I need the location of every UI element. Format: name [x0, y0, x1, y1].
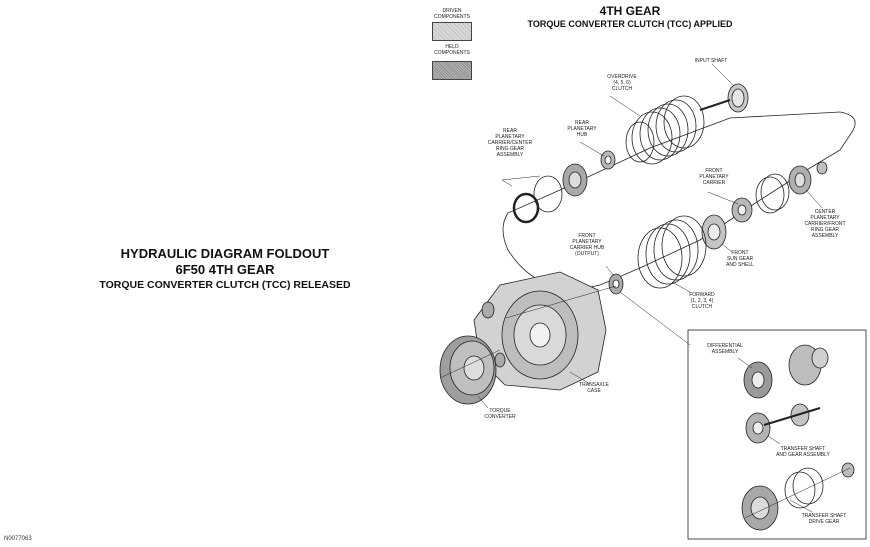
label-transfer-shaft-gear: TRANSFER SHAFT AND GEAR ASSEMBLY: [776, 446, 830, 458]
legend-driven-swatch: [432, 22, 472, 41]
differential-part: [743, 344, 829, 399]
label-rear-planetary-carrier: REAR PLANETARY CARRIER/CENTER RING GEAR …: [487, 128, 533, 158]
foldout-line1: HYDRAULIC DIAGRAM FOLDOUT: [120, 246, 330, 261]
figure-id: N0077063: [4, 536, 32, 542]
forward-clutch-part: [637, 215, 707, 289]
torque-converter-part: [439, 335, 501, 405]
diagram-title-line: 4TH GEAR: [599, 4, 661, 18]
legend-held-swatch: [432, 61, 472, 80]
diagram-subtitle: TORQUE CONVERTER CLUTCH (TCC) APPLIED: [527, 19, 733, 29]
label-input-shaft: INPUT SHAFT: [694, 58, 728, 64]
overdrive-clutch-part: [625, 95, 705, 165]
front-sun-gear-part: [701, 214, 727, 250]
assembly-outline: [502, 111, 856, 289]
label-front-planetary-carrier: FRONT PLANETARY CARRIER: [699, 168, 729, 186]
rear-planetary-hub-part: [600, 150, 616, 170]
label-transaxle-case: TRANSAXLE CASE: [579, 382, 609, 394]
legend-held-label: HELD COMPONENTS: [434, 44, 470, 56]
label-rear-planetary-hub: REAR PLANETARY HUB: [567, 120, 597, 138]
input-shaft-part: [699, 83, 749, 113]
label-torque-converter: TORQUE CONVERTER: [484, 408, 516, 420]
label-forward-clutch: FORWARD (1, 2, 3, 4) CLUTCH: [689, 292, 715, 310]
label-front-planetary-hub: FRONT PLANETARY CARRIER HUB (OUTPUT): [569, 233, 605, 257]
foldout-line2: 6F50 4TH GEAR: [175, 262, 275, 277]
diagram-title: 4TH GEAR TORQUE CONVERTER CLUTCH (TCC) A…: [500, 4, 760, 30]
foldout-heading: HYDRAULIC DIAGRAM FOLDOUT 6F50 4TH GEAR …: [40, 246, 410, 292]
transaxle-case-part: [473, 271, 607, 391]
label-center-planetary: CENTER PLANETARY CARRIER/FRONT RING GEAR…: [804, 209, 846, 239]
transfer-shaft-gear-part: [745, 403, 821, 444]
label-transfer-drive-gear: TRANSFER SHAFT DRIVE GEAR: [801, 513, 847, 525]
label-differential: DIFFERENTIAL ASSEMBLY: [707, 343, 743, 355]
front-planetary-hub-part: [608, 273, 624, 295]
center-planetary-part: [755, 161, 828, 214]
transfer-drive-gear-part: [741, 462, 855, 531]
foldout-line3: TORQUE CONVERTER CLUTCH (TCC) RELEASED: [99, 279, 351, 291]
label-overdrive-clutch: OVERDRIVE (4, 5, 6) CLUTCH: [607, 74, 637, 92]
inset-box: [687, 329, 867, 540]
front-planetary-carrier-part: [731, 197, 753, 223]
rear-planetary-carrier-part: [512, 163, 588, 224]
legend-driven-label: DRIVEN COMPONENTS: [434, 8, 470, 20]
label-front-sun-gear: FRONT SUN GEAR AND SHELL: [726, 250, 754, 268]
